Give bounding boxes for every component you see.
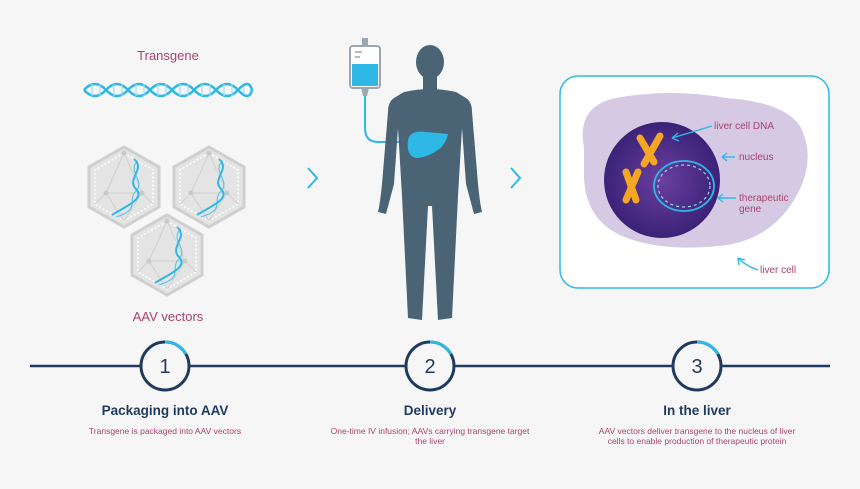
dna-helix-icon <box>83 82 254 98</box>
step-1-title: Packaging into AAV <box>101 403 229 418</box>
step-2-description: One-time IV infusion; AAVs carrying tran… <box>330 426 530 446</box>
chromosome-icon <box>622 168 642 204</box>
nucleus <box>604 122 720 238</box>
liver-icon <box>407 131 448 158</box>
step-2-title: Delivery <box>403 403 457 418</box>
nucleus-label: nucleus <box>739 152 773 163</box>
step-number: 2 <box>424 356 435 378</box>
circular-gene-icon <box>653 160 715 212</box>
step-marker-2: 2 <box>404 340 456 392</box>
callout-arrows <box>671 125 759 271</box>
transgene-label: Transgene <box>137 48 199 63</box>
step-marker-1: 1 <box>139 340 191 392</box>
aav-vectors-label: AAV vectors <box>133 309 204 324</box>
step-number: 3 <box>691 356 702 378</box>
therapeutic-gene-label-line2: gene <box>739 204 762 215</box>
aav-vector-icon <box>130 213 204 297</box>
iv-bag-icon <box>349 38 402 143</box>
step-1-description: Transgene is packaged into AAV vectors <box>88 426 242 436</box>
chromosome-icon <box>636 132 664 168</box>
step-number: 1 <box>159 356 170 378</box>
therapeutic-gene-label: therapeutic <box>739 193 788 204</box>
chevron-right-icon <box>307 167 319 189</box>
chevron-right-icon <box>510 167 522 189</box>
liver-cell-label: liver cell <box>760 265 796 276</box>
aav-vector-icon <box>87 145 161 229</box>
step-3-description: AAV vectors deliver transgene to the nuc… <box>598 426 796 446</box>
step-marker-3: 3 <box>671 340 723 392</box>
step-3-title: In the liver <box>663 403 731 418</box>
aav-vector-icon <box>172 145 246 229</box>
liver-cell-dna-label: liver cell DNA <box>714 121 774 132</box>
human-body-icon <box>378 45 482 320</box>
